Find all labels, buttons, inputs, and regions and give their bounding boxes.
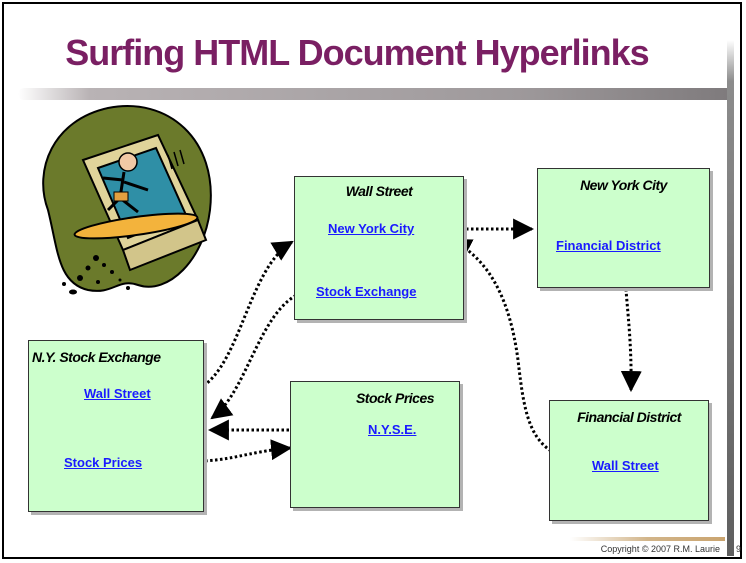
link-stock-prices[interactable]: Stock Prices [64,455,143,470]
link-fd-wall-street[interactable]: Wall Street [592,458,659,473]
right-border-bar [727,40,734,556]
surfer-clipart-icon [42,105,212,295]
page-number: 9 [736,544,742,554]
link-wall-street[interactable]: Wall Street [84,386,151,401]
title-underline [18,88,733,100]
page-new-york-city: New York City Financial District [537,168,710,288]
page-stock-prices: Stock Prices N.Y.S.E. [290,381,460,508]
footer-rule [570,537,725,541]
page-title: Surfing HTML Document Hyperlinks [65,32,649,73]
stock-prices-title: Stock Prices [355,390,435,406]
page-financial-district: Financial District Wall Street [549,400,709,521]
copyright-text: Copyright © 2007 R.M. Laurie [600,544,720,554]
link-stock-exchange[interactable]: Stock Exchange [316,284,417,299]
wall-street-title: Wall Street [345,183,413,199]
link-nyse[interactable]: N.Y.S.E. [368,422,417,437]
new-york-city-title: New York City [580,177,667,193]
stock-exchange-title: N.Y. Stock Exchange [32,349,161,365]
page-stock-exchange: N.Y. Stock Exchange Wall Street Stock Pr… [28,340,204,512]
financial-district-title: Financial District [577,409,681,425]
link-new-york-city[interactable]: New York City [328,221,415,236]
link-financial-district[interactable]: Financial District [556,238,661,253]
page-wall-street: Wall Street New York City Stock Exchange [294,176,464,320]
